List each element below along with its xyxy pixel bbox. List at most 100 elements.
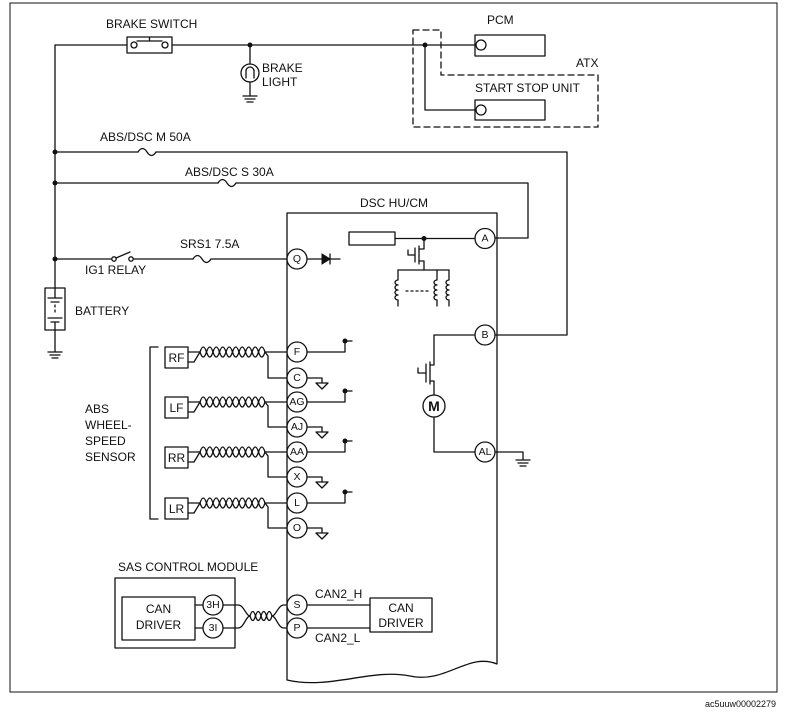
sas-can-driver-label-2: DRIVER — [136, 618, 182, 632]
abs-dsc-m-wire — [54, 151, 568, 336]
brake-switch-terminal — [130, 41, 138, 49]
pin-label: P — [293, 622, 300, 634]
sensor-rf: RF — [164, 346, 288, 379]
abs-dsc-s-wire — [54, 182, 529, 239]
sensor-harness — [264, 401, 288, 428]
ground-symbol — [306, 527, 329, 540]
pin-label: B — [481, 329, 488, 341]
pin-3h: 3H — [202, 594, 224, 616]
pcm-connector-box — [474, 34, 546, 57]
pin-x: X — [286, 466, 308, 488]
pin-label: AG — [289, 396, 304, 408]
pin-circle — [286, 441, 308, 463]
ground-symbol — [306, 426, 329, 439]
pin-label: AL — [479, 446, 492, 458]
twisted-pair-wire — [199, 346, 266, 358]
figure-id: ac5uuw00002279 — [705, 699, 776, 709]
pump-motor-label: M — [428, 398, 440, 414]
pin-label: F — [294, 346, 300, 358]
bulb-filament — [245, 66, 255, 79]
sensor-label: RR — [168, 451, 186, 465]
diagram-frame — [9, 2, 778, 693]
sensor-harness — [264, 502, 288, 529]
pin-o: O — [286, 517, 308, 539]
fuse-abs-dsc-m-label: ABS/DSC M 50A — [100, 130, 191, 144]
brake-switch-terminal — [161, 41, 169, 49]
brake-switch-label: BRAKE SWITCH — [106, 17, 197, 31]
pin-label: S — [293, 599, 300, 611]
motor-ground-wire — [433, 416, 476, 453]
dsc-can-driver-label-1: CAN — [388, 601, 413, 615]
pin-label: L — [294, 497, 300, 509]
diode-symbol — [321, 253, 331, 265]
pin-aj: AJ — [286, 416, 308, 438]
sensor-box — [164, 346, 189, 369]
relay-terminal — [128, 256, 134, 262]
fuse-srs1-label: SRS1 7.5A — [180, 237, 239, 251]
pin-circle — [286, 517, 308, 539]
pin-circle — [474, 324, 496, 346]
pin-a: A — [474, 227, 496, 250]
ground-symbol — [306, 377, 329, 390]
brake-switch-contact — [136, 37, 163, 42]
battery-symbol — [44, 287, 66, 331]
pin-circle — [286, 492, 308, 514]
ground-symbol — [47, 329, 63, 359]
junction-dot — [342, 438, 348, 444]
pin-label: AA — [290, 446, 304, 458]
wheel-speed-sensor-label-2: WHEEL- — [85, 418, 132, 432]
dsc-hu-cm-label: DSC HU/CM — [360, 196, 428, 210]
dsc-can-wires — [306, 604, 371, 629]
pin-label: O — [293, 522, 301, 534]
start-stop-unit-terminal — [475, 104, 487, 116]
pin-circle — [286, 367, 308, 389]
can2-h-label: CAN2_H — [315, 587, 362, 601]
bulb-outline — [240, 63, 260, 83]
pin-label: AJ — [291, 421, 303, 433]
atx-label: ATX — [576, 56, 598, 70]
dsc-can-driver-label-2: DRIVER — [378, 616, 424, 630]
wheel-speed-sensor-label-3: SPEED — [85, 434, 126, 448]
start-stop-unit-label: START STOP UNIT — [475, 81, 581, 95]
ig1-relay-label: IG1 RELAY — [85, 263, 146, 277]
fuse-abs-dsc-s-label: ABS/DSC S 30A — [185, 165, 274, 179]
junction-dot — [342, 338, 348, 344]
wheel-speed-sensor-label-1: ABS — [85, 402, 109, 416]
sensor-signal-wire — [306, 491, 353, 504]
ground-symbol — [494, 451, 531, 467]
sensor-label: RF — [169, 351, 185, 365]
sensor-label: LR — [169, 502, 185, 516]
pin-circle — [286, 391, 308, 413]
relay-terminal — [111, 256, 117, 262]
dsc-can-driver-box — [369, 597, 433, 633]
twisted-pair-wire — [199, 446, 266, 458]
pcm-terminal — [475, 39, 487, 51]
junction-dot — [342, 489, 348, 495]
pin-label: A — [481, 233, 488, 245]
atx-dashed-boundary — [412, 29, 599, 128]
relay-contact — [115, 251, 131, 259]
pin-label: X — [293, 471, 300, 483]
sensor-box — [164, 497, 189, 520]
pin-circle — [286, 341, 308, 363]
pin-circle — [202, 594, 224, 616]
brake-light-bulb — [240, 63, 260, 83]
sensor-box — [164, 446, 189, 469]
pin-circle — [286, 416, 308, 438]
sensor-label: LF — [169, 401, 183, 415]
sensor-leads — [187, 451, 201, 463]
pin-circle — [474, 441, 496, 463]
pin-ag: AG — [286, 391, 308, 413]
pin-circle — [286, 248, 308, 270]
pin-q: Q — [286, 248, 308, 270]
sensor-signal-wire — [306, 340, 353, 353]
sensor-harness — [264, 451, 288, 478]
dsc-hu-cm-box — [286, 212, 498, 684]
sensor-group-bracket — [149, 346, 159, 520]
sas-can-leads — [194, 604, 204, 629]
start-stop-unit-connector-box — [474, 99, 546, 121]
sensor-signal-wire — [306, 440, 353, 453]
pcm-label: PCM — [487, 13, 514, 27]
twisted-pair-wire — [199, 396, 266, 408]
